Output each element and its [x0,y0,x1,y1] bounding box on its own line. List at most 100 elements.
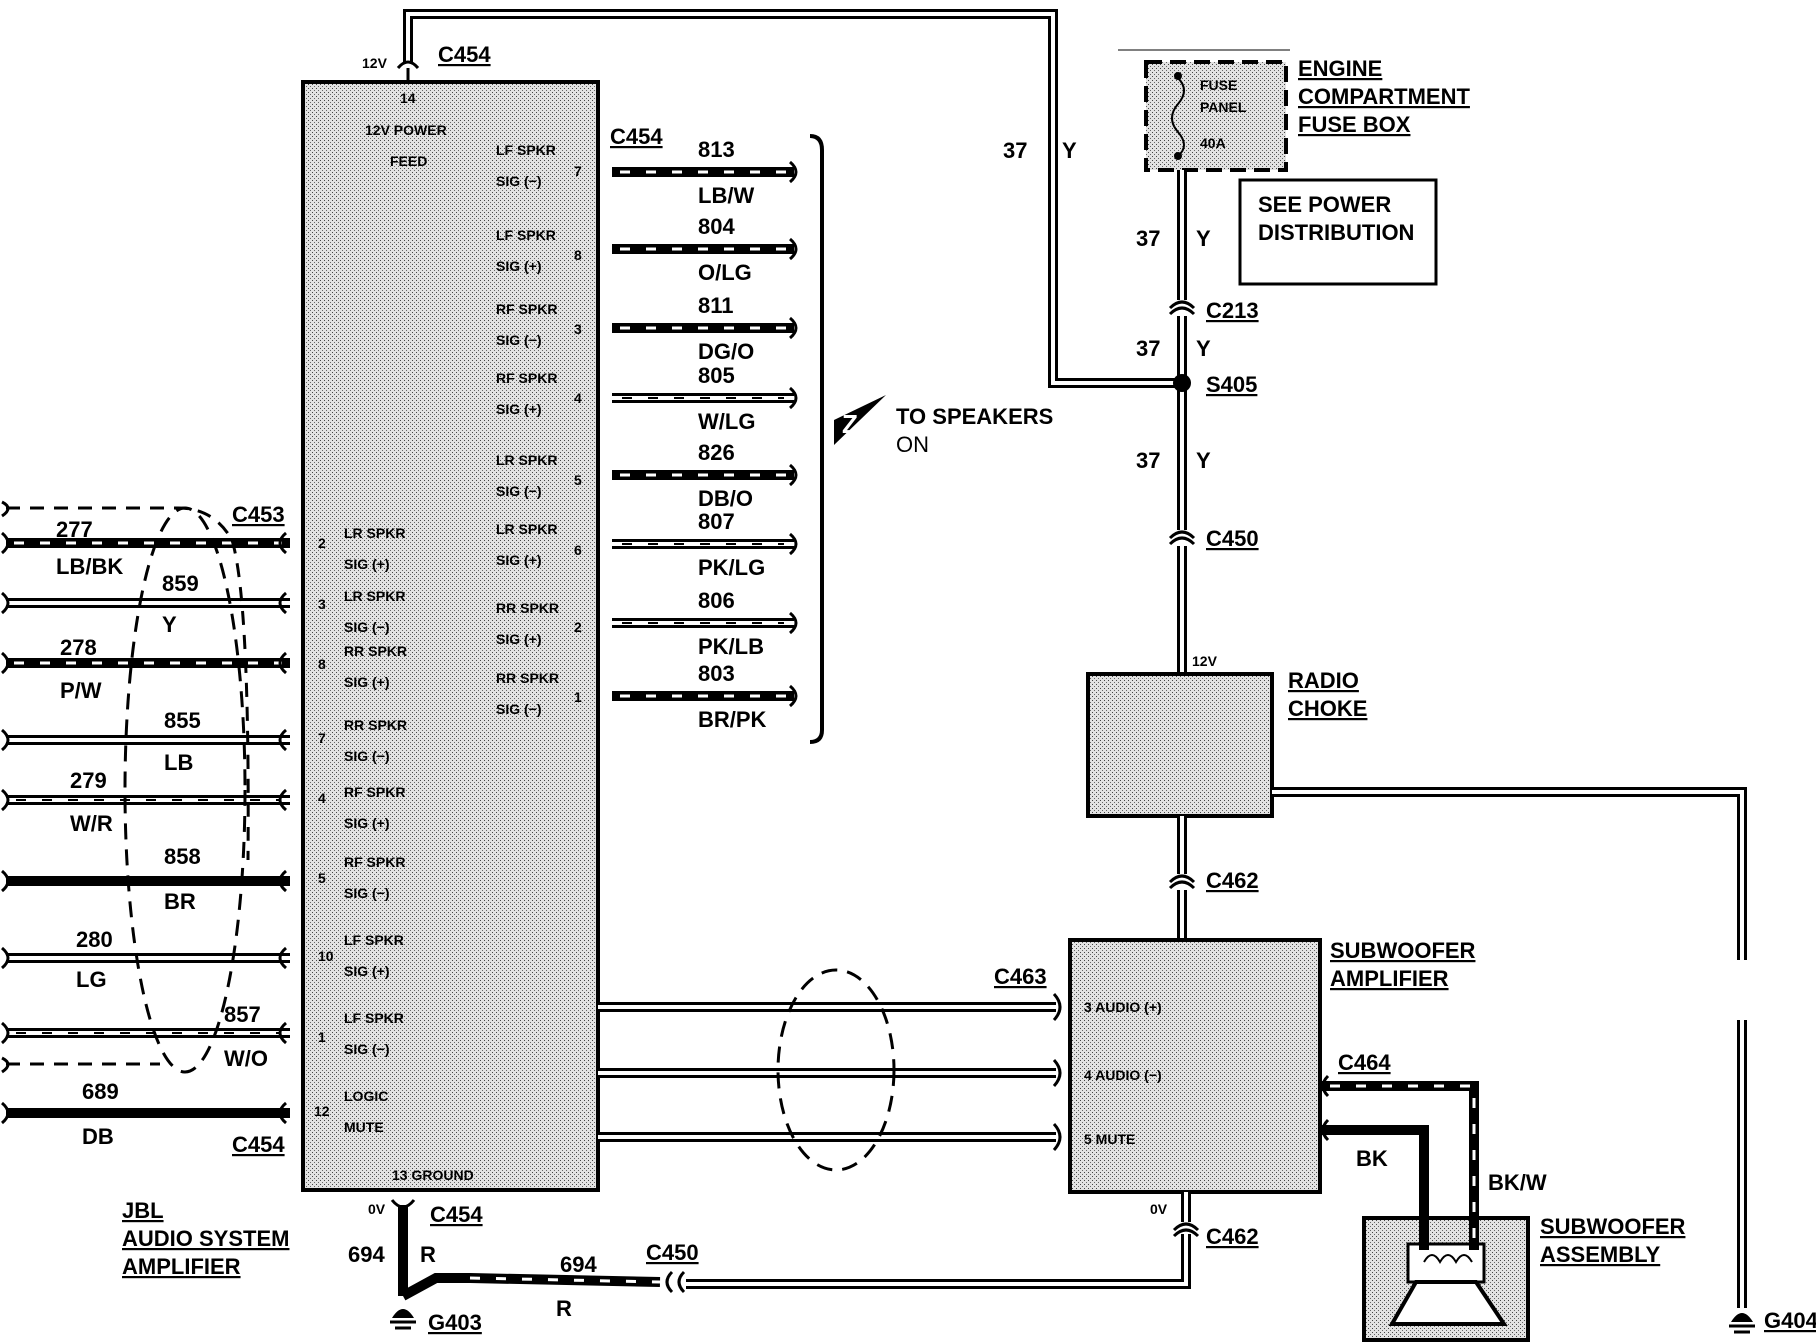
c464-label: C464 [1338,1050,1391,1075]
rp2-pin: 8 [574,247,582,263]
subamp-pin-1: 3 AUDIO (+) [1084,999,1162,1015]
c454-bottom-voltage: 0V [368,1201,386,1217]
ground-circuit-number-2: 694 [560,1252,597,1277]
left-wire-connector-icon [278,946,288,970]
rp7-pin: 2 [574,619,582,635]
rp7-l1: RR SPKR [496,600,559,616]
lp1-l1: LR SPKR [344,525,405,541]
fuse-box [1144,60,1288,172]
lp1-l2: SIG (+) [344,556,390,572]
c454-left-label: C454 [232,1132,285,1157]
fuse-icon [1171,77,1185,157]
lp2-l1: LR SPKR [344,588,405,604]
c462-bottom-label: C462 [1206,1224,1259,1249]
radio-choke-box [1086,672,1274,818]
rp6-l2: SIG (+) [496,552,542,568]
speaker-wire-end-icon [788,316,798,340]
rp4-l2: SIG (+) [496,401,542,417]
c454-top-label: C454 [438,42,491,67]
lp4-l2: SIG (−) [344,748,390,764]
left-wire-color: LB/BK [56,554,123,579]
c450-top-label: C450 [1206,526,1259,551]
c450-top-connector-icon [1168,530,1196,546]
ground-circuit-color-2: R [556,1296,572,1321]
fuse-box-label-2: COMPARTMENT [1298,84,1470,109]
see-power-line-2: DISTRIBUTION [1258,220,1414,245]
circuit-37-b-number: 37 [1136,226,1160,251]
left-circuit-number: 855 [164,708,201,733]
left-wire-end-icon [0,946,10,970]
rp6-pin: 6 [574,542,582,558]
speaker-circuit-number: 807 [698,509,735,534]
left-wire-color: Y [162,612,177,637]
left-wire-color: LB [164,750,193,775]
subamp-pin-2: 4 AUDIO (−) [1084,1067,1162,1083]
left-circuit-number: 277 [56,517,93,542]
c454-bottom-connector-icon [390,1199,416,1209]
circuit-37-d-number: 37 [1136,448,1160,473]
rp5-l1: LR SPKR [496,452,557,468]
left-circuit-number: 280 [76,927,113,952]
speaker-circuit-number: 811 [698,293,734,318]
lp6-pin: 5 [318,870,326,886]
subwoofer-assembly-label-1: SUBWOOFER [1540,1214,1686,1239]
fuse-box-label-3: FUSE BOX [1298,112,1411,137]
lp3-l1: RR SPKR [344,643,407,659]
speaker-circuit-number: 826 [698,440,735,465]
speaker-wire-end-icon [788,611,798,635]
s405-label: S405 [1206,372,1257,397]
lp8-pin: 1 [318,1029,326,1045]
circuit-37-a-color: Y [1062,138,1077,163]
subwoofer-assembly-label-2: ASSEMBLY [1540,1242,1661,1267]
rp1-l2: SIG (−) [496,173,542,189]
lp2-pin: 3 [318,596,326,612]
rp4-pin: 4 [574,390,582,406]
jbl-to-subamp-wires [598,968,1062,1172]
lp3-l2: SIG (+) [344,674,390,690]
speaker-wire-color: PK/LG [698,555,765,580]
left-wire-connector-icon [278,1021,288,1045]
c463-label: C463 [994,964,1047,989]
g403-label: G403 [428,1310,482,1335]
lp5-l1: RF SPKR [344,784,405,800]
jbl-power-label-1: 12V POWER [365,122,447,138]
rp1-pin: 7 [574,163,582,179]
c454-top-voltage: 12V [362,55,388,71]
circuit-37-c-number: 37 [1136,336,1160,361]
lp7-l1: LF SPKR [344,932,404,948]
subamp-pin-3: 5 MUTE [1084,1131,1135,1147]
left-circuit-number: 858 [164,844,201,869]
circuit-37-c-color: Y [1196,336,1211,361]
speaker-wire-color: W/LG [698,409,755,434]
lp9-l1: LOGIC [344,1088,388,1104]
speaker-icon [1388,1242,1508,1326]
c454-top-connector-icon [396,60,420,70]
left-circuit-number: 278 [60,635,97,660]
speaker-wire-color: BR/PK [698,707,767,732]
left-wire-end-icon [0,788,10,812]
lp1-pin: 2 [318,535,326,551]
speaker-wire-end-icon [788,463,798,487]
subamp-ground-wire [1172,1192,1200,1238]
lp5-l2: SIG (+) [344,815,390,831]
shield-ellipse-left [123,506,247,1074]
c464-connector-icon-2 [1321,1118,1330,1142]
power-vertical-wire [1168,170,1196,672]
see-power-box [1238,178,1438,286]
c464-connector-icon-1 [1321,1074,1330,1098]
g404-label: G404 [1764,1308,1816,1333]
sub-wire-bkw: BK/W [1488,1170,1547,1195]
speaker-wire-end-icon [788,160,798,184]
jbl-right-pin-labels: LF SPKR SIG (−) 7 LF SPKR SIG (+) 8 RF S… [496,142,582,717]
speaker-wire-color: PK/LB [698,634,764,659]
rp8-pin: 1 [574,689,582,705]
left-wire-connector-icon [278,788,288,812]
speaker-wire-color: DB/O [698,486,753,511]
ground-circuit-color-1: R [420,1242,436,1267]
jbl-power-label-2: FEED [390,153,427,169]
speaker-wire-end-icon [788,532,798,556]
choke-to-subamp-wire [1168,816,1196,940]
c450-bottom-connector-icon [665,1270,686,1294]
left-wire-end-icon [0,651,10,675]
rp7-l2: SIG (+) [496,631,542,647]
